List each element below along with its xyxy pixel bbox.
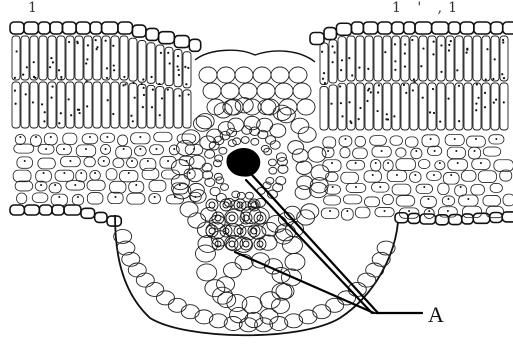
palisade-tissue-left bbox=[12, 36, 191, 128]
top-mark-right: 1 ' ,1 bbox=[392, 0, 463, 16]
top-mark-left: 1 bbox=[28, 0, 37, 16]
label-a: A bbox=[428, 304, 444, 326]
